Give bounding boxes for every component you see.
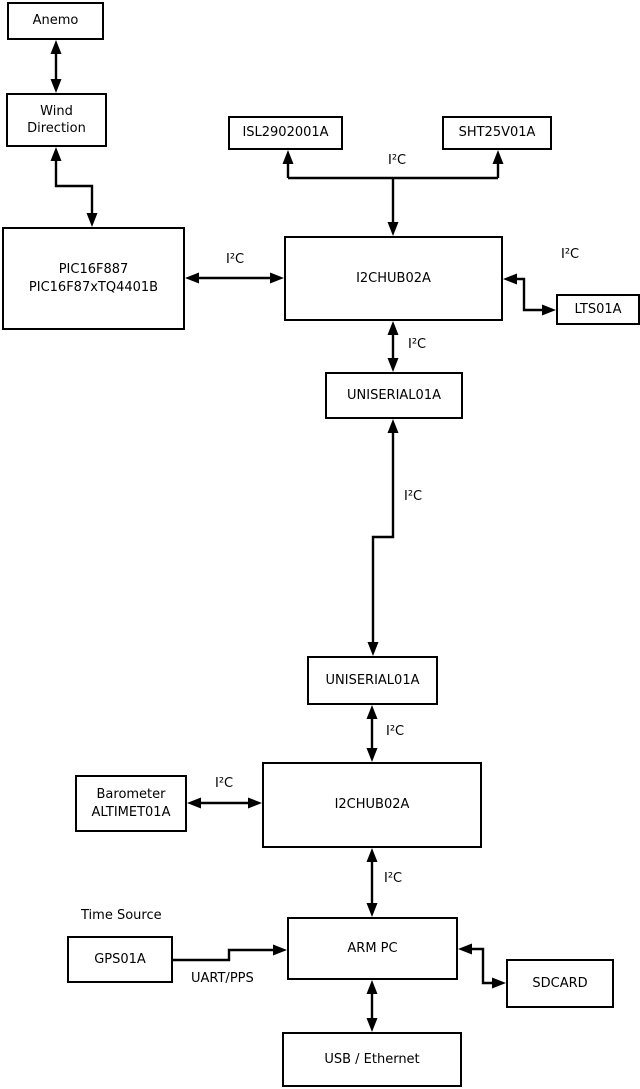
node-uniserial-bottom: UNISERIAL01A xyxy=(307,656,438,705)
node-sdcard: SDCARD xyxy=(506,959,614,1008)
edge-label-i2c-uniserial2-hub2: I²C xyxy=(386,724,405,739)
connector-uniserial2-hub2 xyxy=(366,705,378,762)
connector-hub1-uniserial1 xyxy=(387,321,399,372)
node-label: PIC16F887 PIC16F87xTQ4401B xyxy=(28,262,159,295)
node-label: LTS01A xyxy=(574,301,622,317)
node-label: Barometer ALTIMET01A xyxy=(91,787,171,820)
node-lts-sensor: LTS01A xyxy=(556,294,640,325)
node-uniserial-top: UNISERIAL01A xyxy=(325,372,463,419)
node-label: GPS01A xyxy=(94,951,146,967)
node-label: UNISERIAL01A xyxy=(325,672,420,688)
node-label: I2CHUB02A xyxy=(334,797,410,813)
connector-anemo-wind xyxy=(50,40,62,93)
node-label: ARM PC xyxy=(347,940,398,956)
connector-hub2-armpc xyxy=(366,848,378,917)
node-anemometer: Anemo xyxy=(7,2,104,40)
annotation-uart-pps: UART/PPS xyxy=(191,971,254,986)
connector-armpc-sdcard xyxy=(458,943,506,989)
node-label: Anemo xyxy=(32,13,79,29)
node-label: SDCARD xyxy=(532,975,588,991)
node-i2c-hub-bottom: I2CHUB02A xyxy=(262,762,482,848)
node-label: ISL2902001A xyxy=(242,125,329,141)
node-label: Wind Direction xyxy=(27,103,86,136)
connector-barometer-hub2 xyxy=(187,797,262,809)
edge-label-i2c-sensors-branch: I²C xyxy=(388,153,407,168)
node-i2c-hub-top: I2CHUB02A xyxy=(284,236,503,321)
edge-label-i2c-uniserial-link: I²C xyxy=(404,489,423,504)
node-label: UNISERIAL01A xyxy=(347,387,441,403)
node-arm-pc: ARM PC xyxy=(287,917,458,980)
node-barometer: Barometer ALTIMET01A xyxy=(75,775,187,832)
connector-hub1-lts xyxy=(503,273,556,316)
edge-label-i2c-hub1-uniserial1: I²C xyxy=(408,337,427,352)
edge-label-i2c-barometer-hub2: I²C xyxy=(215,776,234,791)
connector-wind-pic xyxy=(50,147,98,227)
edge-label-i2c-pic-hub1: I²C xyxy=(226,252,245,267)
node-label: SHT25V01A xyxy=(458,125,536,141)
connector-gps-armpc xyxy=(173,944,287,962)
node-label: I2CHUB02A xyxy=(356,270,431,286)
connector-armpc-usb xyxy=(366,980,378,1032)
node-usb-ethernet: USB / Ethernet xyxy=(282,1032,462,1087)
connector-pic-hub1 xyxy=(185,272,284,284)
edge-label-i2c-hub2-armpc: I²C xyxy=(384,871,403,886)
node-wind-direction: Wind Direction xyxy=(6,93,107,147)
edge-label-i2c-hub1-lts: I²C xyxy=(561,247,580,262)
node-pic-controller: PIC16F887 PIC16F87xTQ4401B xyxy=(2,227,185,330)
node-gps: GPS01A xyxy=(67,936,173,983)
annotation-time-source: Time Source xyxy=(81,908,162,923)
node-isl-sensor: ISL2902001A xyxy=(228,116,343,150)
node-sht-sensor: SHT25V01A xyxy=(442,116,552,150)
connector-uniserial1-uniserial2 xyxy=(367,419,399,656)
node-label: USB / Ethernet xyxy=(324,1051,420,1067)
connector-hub1-sensors-branch xyxy=(282,150,504,236)
